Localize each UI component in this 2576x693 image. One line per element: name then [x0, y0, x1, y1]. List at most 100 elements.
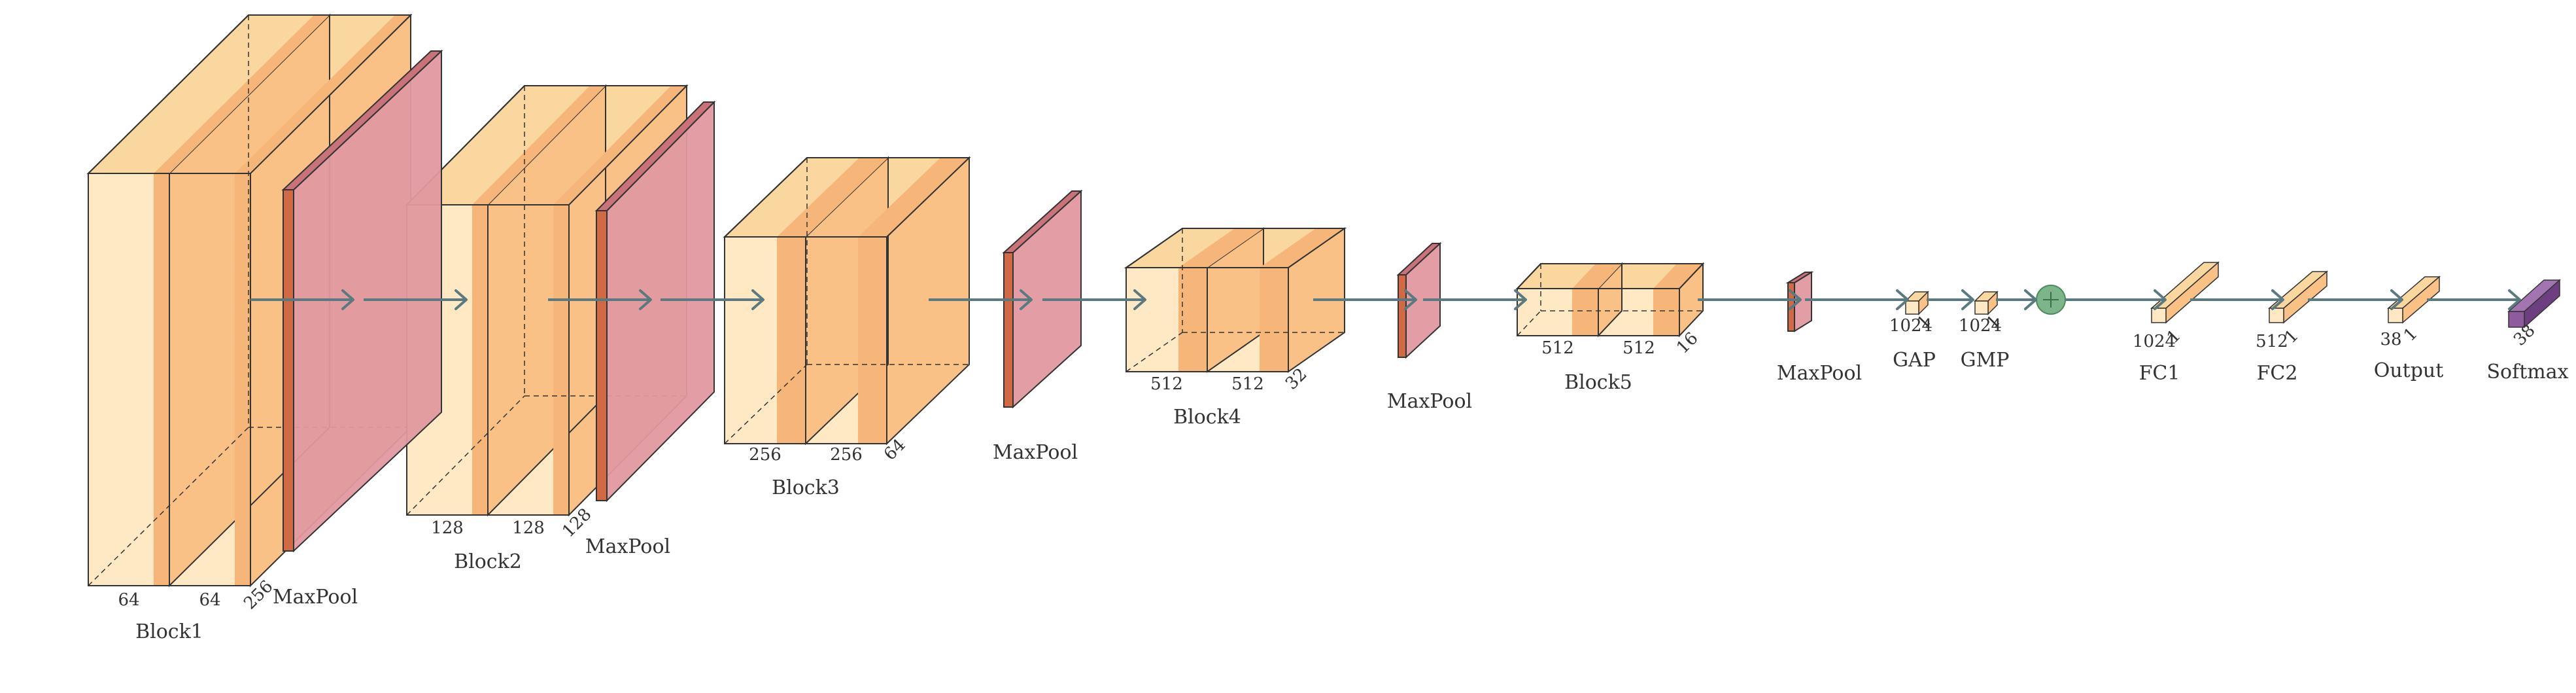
output-dim-label: 38 [2380, 330, 2401, 349]
layer-pool3: MaxPool [993, 189, 1083, 464]
block2-relu-band [472, 205, 488, 515]
block1-caption: Block1 [135, 620, 203, 643]
block5-hidden-edge [1517, 310, 1541, 336]
block3-hidden-edge [724, 364, 808, 444]
right-arrow-icon [1133, 289, 1146, 310]
right-arrow-icon [2154, 289, 2167, 310]
pool2-caption: MaxPool [585, 535, 670, 558]
block4-relu-band [1260, 268, 1288, 372]
block4-dim-label: 512 [1150, 374, 1183, 394]
fc2-bar-front-face [2269, 308, 2284, 323]
block2-relu-band-top [472, 86, 606, 205]
block3-dim-label: 256 [749, 445, 781, 465]
block2-dim-label: 128 [431, 518, 464, 538]
gmp-cube-front-face [1974, 300, 1989, 315]
block5-dim-label: 512 [1623, 338, 1655, 358]
block2-caption: Block2 [454, 550, 522, 573]
fc1-caption: FC1 [2139, 362, 2180, 385]
right-arrow-icon [1789, 289, 1802, 310]
block1-relu-band-top [154, 15, 330, 173]
right-arrow-icon [751, 289, 764, 310]
fc2-dim-label: 512 [2256, 332, 2288, 351]
pool1-caption: MaxPool [273, 586, 358, 609]
block2-hidden-edge [406, 395, 525, 516]
block5-relu-band [1572, 289, 1598, 336]
block5-relu-band [1653, 289, 1679, 336]
block4-relu-band-top [1260, 228, 1345, 268]
layer-sum [2036, 285, 2066, 315]
right-arrow-icon [1961, 289, 1974, 310]
right-arrow-icon [639, 289, 652, 310]
pool1-front-face [283, 189, 294, 552]
pool4-front-face [1398, 274, 1407, 358]
softmax-caption: Softmax [2486, 361, 2568, 383]
layer-pool5: MaxPool [1777, 271, 1862, 385]
block3-relu-band [777, 237, 806, 444]
block3-relu-band [858, 237, 887, 444]
pool5-caption: MaxPool [1777, 362, 1862, 385]
block4-hidden-edge [1125, 332, 1183, 372]
block4-outline [1124, 228, 1347, 268]
right-arrow-icon [1896, 289, 1909, 310]
block4-dim-label: 512 [1231, 374, 1264, 394]
fc2-caption: FC2 [2257, 362, 2298, 385]
softmax-bar-front-face [2508, 311, 2525, 328]
block4-relu-band-top [1178, 228, 1263, 268]
block4-caption: Block4 [1173, 406, 1241, 429]
block1-relu-band [154, 173, 169, 586]
block1-relu-band [235, 173, 250, 586]
right-arrow-icon [2271, 289, 2284, 310]
right-arrow-icon [1404, 289, 1417, 310]
block3-relu-band-top [777, 158, 888, 237]
right-arrow-icon [2390, 289, 2403, 310]
right-arrow-icon [455, 289, 468, 310]
fc1-bar-front-face [2151, 308, 2167, 323]
gmp-caption: GMP [1961, 349, 2010, 372]
block3-relu-band-top [858, 158, 969, 237]
block5-dim-label: 512 [1541, 338, 1574, 358]
block1-hidden-edge [88, 427, 249, 586]
pool4-caption: MaxPool [1387, 390, 1472, 413]
right-arrow-icon [2024, 289, 2037, 310]
block2-relu-band-top [553, 86, 687, 205]
block5-caption: Block5 [1564, 371, 1632, 394]
right-arrow-icon [1020, 289, 1033, 310]
block4-relu-band [1178, 268, 1207, 372]
gap-caption: GAP [1893, 349, 1936, 372]
block1-outline [86, 14, 413, 174]
pool2-front-face [596, 210, 608, 501]
block2-outline [405, 85, 689, 205]
block1-relu-band-top [235, 15, 411, 173]
layer-pool2: MaxPool [585, 100, 716, 558]
block1-dim-label: 64 [118, 590, 139, 610]
pool3-caption: MaxPool [993, 441, 1078, 464]
right-arrow-icon [1514, 289, 1527, 310]
block3-caption: Block3 [772, 476, 840, 499]
pool3-front-face [1003, 252, 1014, 408]
output-dim-label: 1 [2400, 324, 2422, 346]
connection-arrows [250, 289, 2521, 310]
block5-outline [1515, 263, 1705, 289]
block3-dim-label: 256 [830, 445, 863, 465]
block5-relu-band-top [1653, 264, 1703, 289]
gmp-dim-label: 1024 [1959, 316, 2002, 336]
gap-cube-front-face [1905, 300, 1919, 315]
block2-relu-band [553, 205, 569, 515]
layer-pool4: MaxPool [1387, 241, 1472, 413]
gap-dim-label: 1024 [1889, 316, 1932, 336]
block3-outline [723, 157, 971, 238]
output-bar-front-face [2388, 308, 2403, 323]
right-arrow-icon [2508, 289, 2521, 310]
block5-relu-band-top [1572, 264, 1622, 289]
fc1-dim-label: 1024 [2133, 332, 2176, 351]
block1-dim-label: 64 [199, 590, 220, 610]
